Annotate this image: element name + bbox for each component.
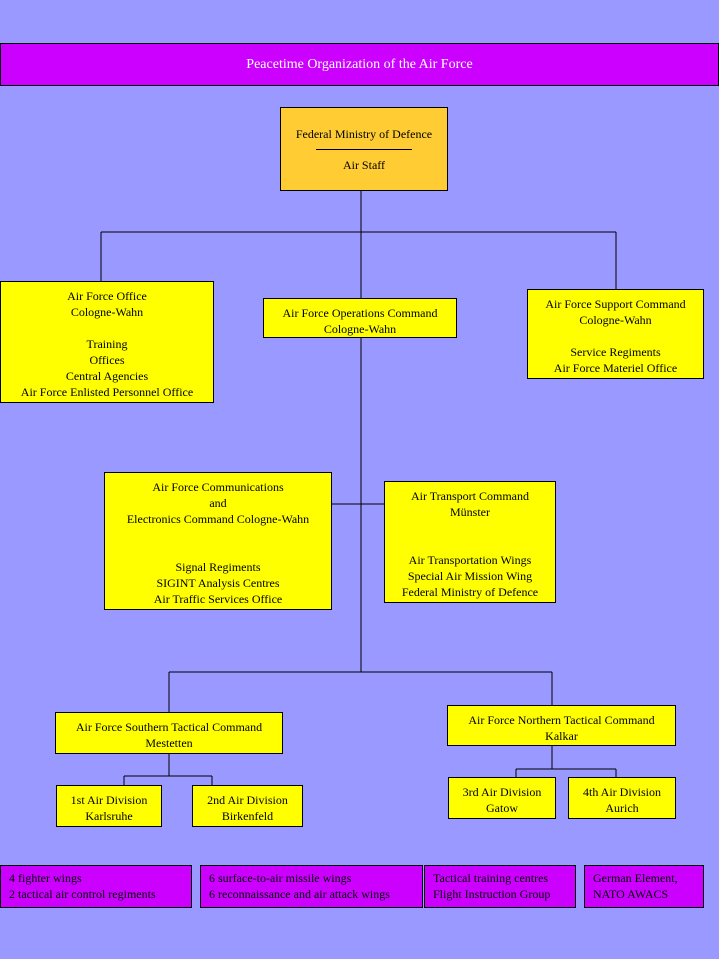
southern-command-box: Air Force Southern Tactical Command Mest… [55,712,283,754]
communications-command-box: Air Force Communications and Electronics… [104,472,332,610]
unit-line: 2 tactical air control regiments [9,887,156,901]
unit-box-training-centres: Tactical training centres Flight Instruc… [424,865,576,908]
southern-name: Air Force Southern Tactical Command [75,720,263,734]
unit-line: Flight Instruction Group [433,887,551,901]
unit-line: 6 reconnaissance and air attack wings [209,887,390,901]
first-air-division-box: 1st Air Division Karlsruhe [56,785,162,827]
office-item: Air Force Enlisted Personnel Office [20,385,194,399]
div1-location: Karlsruhe [85,809,133,823]
northern-location: Kalkar [545,729,578,743]
transport-item: Special Air Mission Wing [407,569,533,583]
unit-line: NATO AWACS [593,887,669,901]
operations-command-box: Air Force Operations Command Cologne-Wah… [263,298,457,338]
communications-name: Air Force Communications [152,480,284,494]
transport-location: Münster [450,505,490,519]
communications-item: Signal Regiments [175,560,261,574]
support-location: Cologne-Wahn [579,313,652,327]
operations-name: Air Force Operations Command [282,306,438,320]
northern-command-box: Air Force Northern Tactical Command Kalk… [447,705,676,746]
office-item: Offices [89,353,125,367]
support-command-box: Air Force Support Command Cologne-Wahn S… [527,289,704,379]
div3-location: Gatow [486,801,518,815]
southern-location: Mestetten [145,736,193,750]
unit-line: Tactical training centres [433,871,549,885]
third-air-division-box: 3rd Air Division Gatow [448,777,556,819]
unit-box-nato-awacs: German Element, NATO AWACS [584,865,704,908]
air-force-office-box: Air Force Office Cologne-Wahn Training O… [0,281,214,403]
second-air-division-box: 2nd Air Division Birkenfeld [192,785,303,827]
page-title-banner: Peacetime Organization of the Air Force [0,43,719,86]
operations-location: Cologne-Wahn [323,322,397,336]
office-location: Cologne-Wahn [70,305,144,319]
transport-item: Federal Ministry of Defence [401,585,539,599]
transport-name: Air Transport Command [410,489,529,503]
unit-line: German Element, [593,871,678,885]
air-transport-command-box: Air Transport Command Münster Air Transp… [384,481,556,603]
communications-item: SIGINT Analysis Centres [156,576,280,590]
fourth-air-division-box: 4th Air Division Aurich [568,777,676,819]
ministry-box: Federal Ministry of Defence Air Staff [280,107,448,191]
office-item: Central Agencies [65,369,149,383]
support-item: Service Regiments [570,345,661,359]
office-item: Training [86,337,128,351]
support-name: Air Force Support Command [545,297,686,311]
div2-location: Birkenfeld [221,809,274,823]
office-name: Air Force Office [67,289,147,303]
northern-name: Air Force Northern Tactical Command [468,713,655,727]
div3-name: 3rd Air Division [462,785,542,799]
ministry-sub: Air Staff [342,158,386,172]
support-item: Air Force Materiel Office [553,361,678,375]
unit-box-missile-wings: 6 surface-to-air missile wings 6 reconna… [200,865,423,908]
div2-name: 2nd Air Division [207,793,288,807]
ministry-divider [316,149,412,150]
communications-and: and [209,496,227,510]
communications-item: Air Traffic Services Office [153,592,283,606]
transport-item: Air Transportation Wings [408,553,532,567]
unit-line: 6 surface-to-air missile wings [209,871,352,885]
div4-location: Aurich [605,801,639,815]
ministry-name: Federal Ministry of Defence [295,127,433,141]
div4-name: 4th Air Division [582,785,661,799]
div1-name: 1st Air Division [70,793,148,807]
communications-location: Electronics Command Cologne-Wahn [126,512,310,526]
page-title: Peacetime Organization of the Air Force [246,56,473,72]
unit-line: 4 fighter wings [9,871,82,885]
unit-box-fighter-wings: 4 fighter wings 2 tactical air control r… [0,865,192,908]
